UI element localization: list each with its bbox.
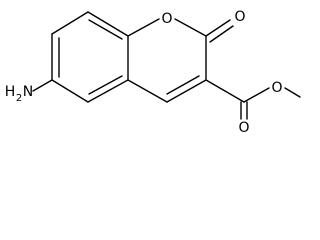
amine-nitrogen-label: N	[23, 84, 33, 100]
pyranone-ring	[127, 18, 207, 103]
bond-c4-c4a	[127, 79, 168, 103]
bond-c6-amine	[32, 79, 53, 92]
bond-c8a-o1	[127, 18, 160, 37]
amine-hydrogen-count-label: 2	[16, 93, 22, 104]
ester-carbonyl-oxygen-label: O	[238, 120, 249, 136]
bond-o1-c2	[174, 18, 207, 37]
ring-oxygen-label: O	[161, 11, 172, 27]
ester-ether-oxygen-label: O	[271, 80, 282, 96]
structure-diagram: O O O O H 2 N	[5, 9, 301, 136]
bond-c5-c4a	[87, 79, 129, 103]
amine-hydrogen-label: H	[5, 84, 16, 100]
bond-c3-c4	[166, 79, 207, 103]
bond-ester-ether-o	[243, 87, 270, 103]
carbonyl-oxygen-label: O	[234, 9, 245, 25]
bond-c8-c7	[51, 11, 89, 35]
double-bond-c8a-c8	[88, 19, 123, 40]
bond-c2-carbonyl	[205, 19, 231, 37]
double-bond-c3-c4	[166, 75, 200, 95]
bond-c6-c5	[51, 79, 89, 103]
bond-methyl	[284, 87, 301, 98]
double-bond-c2-carbonyl	[209, 25, 234, 43]
bond-c3-ester-carbon	[205, 79, 245, 103]
double-bond-c5-c4a	[88, 75, 123, 95]
bond-c8a-c8	[87, 11, 129, 37]
benzene-ring	[51, 11, 129, 103]
